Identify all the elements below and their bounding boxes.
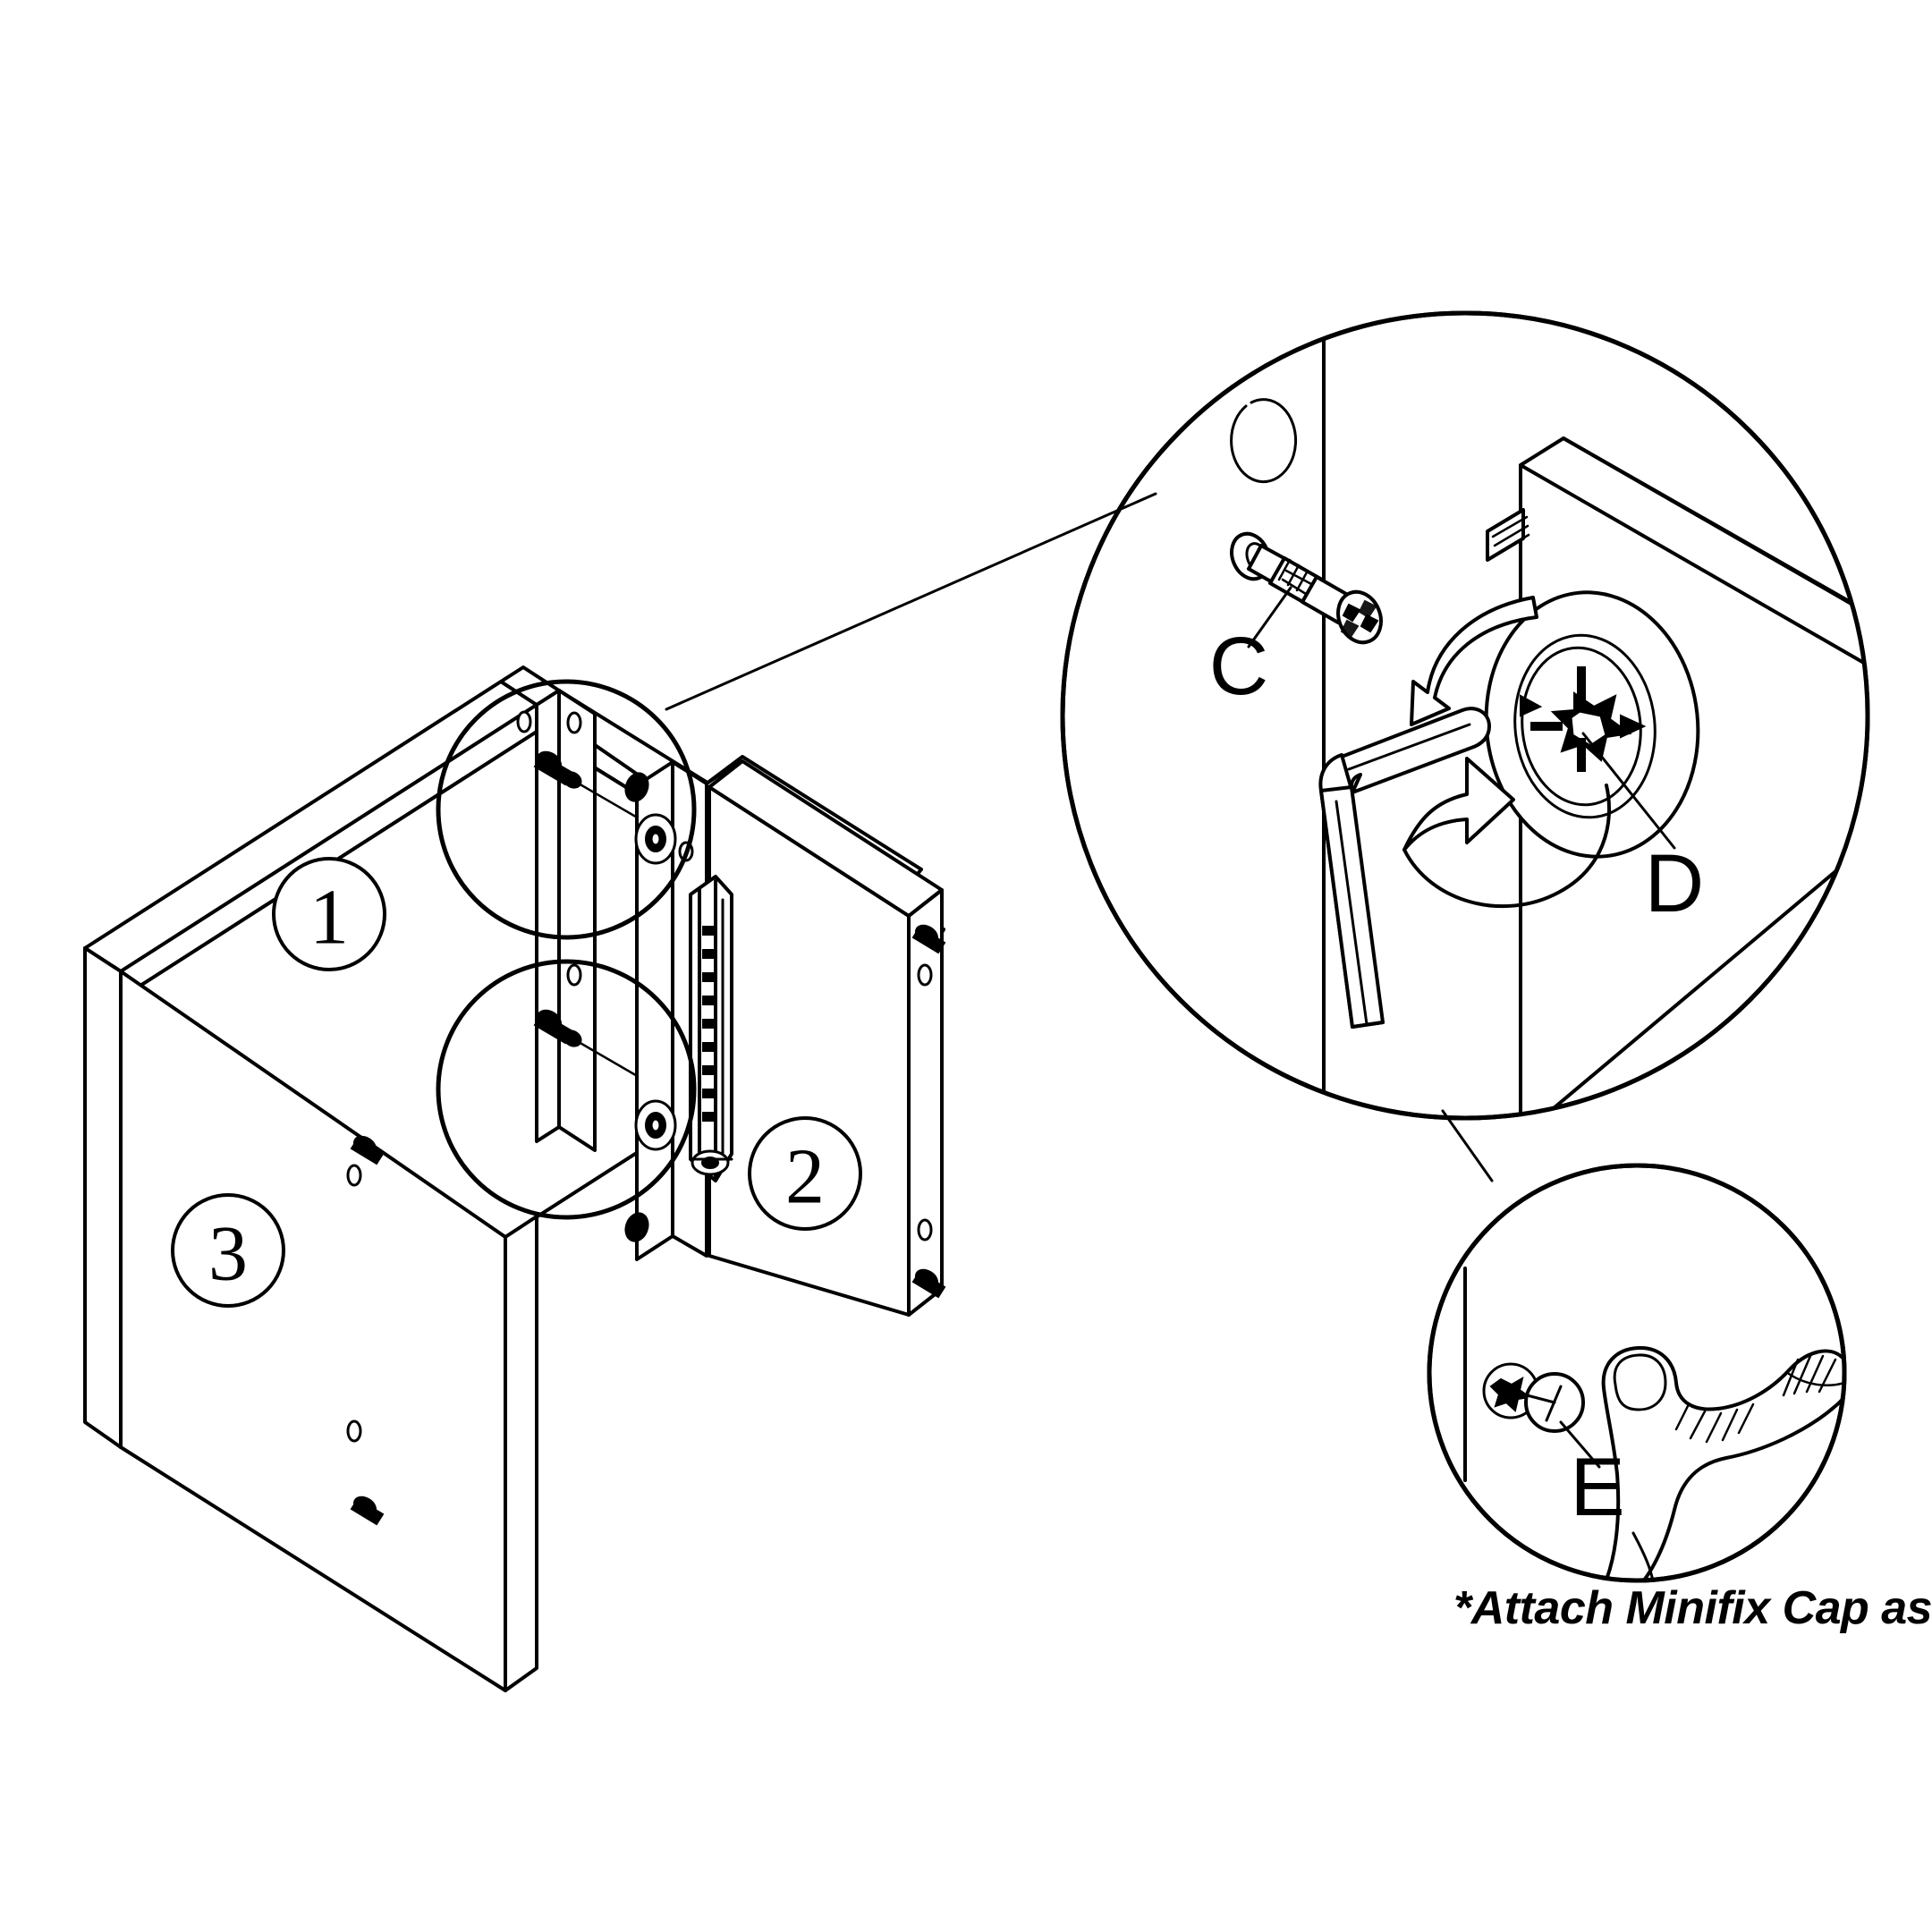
minifix-bolt-icon (1230, 531, 1383, 645)
cam-bolt-bottom-left-panel (346, 1419, 385, 1526)
magnified-cap-view: E (1427, 1163, 1847, 1583)
cam-lock-disc-upper (634, 813, 677, 865)
rear-panel-edge (533, 689, 664, 1152)
badge-2-label: 2 (785, 1134, 825, 1221)
thumb-icon (1599, 1345, 1843, 1579)
drawer-slide-rail (689, 875, 733, 1182)
rotation-arrow-icon (1402, 596, 1611, 909)
badge-1-label: 1 (309, 875, 349, 962)
part-label-c: C (1209, 621, 1268, 712)
cam-bolt-top-left-panel (346, 1135, 385, 1187)
part-label-e: E (1570, 1442, 1624, 1533)
magnified-cam-lock-view: C D (1060, 310, 1870, 1121)
cam-lock-disc-lower (634, 1099, 677, 1151)
badge-3: 3 (171, 1193, 285, 1308)
minifix-cap-caption: *Attach Minifix Cap as shown. (1453, 1582, 1932, 1634)
left-side-panel (83, 946, 538, 1692)
main-detail-circles (436, 679, 697, 1220)
cam-bolt-lower (533, 1009, 582, 1047)
allen-key-icon (1318, 707, 1491, 1029)
cam-lock-icon (1484, 590, 1700, 859)
part-label-d: D (1645, 838, 1704, 929)
badge-1: 1 (272, 857, 386, 971)
dowel-pin-icon (1486, 508, 1530, 562)
leader-lines (665, 492, 1494, 1182)
badge-3-label: 3 (208, 1211, 248, 1298)
badge-2: 2 (748, 1116, 862, 1231)
right-side-panel (624, 755, 946, 1317)
